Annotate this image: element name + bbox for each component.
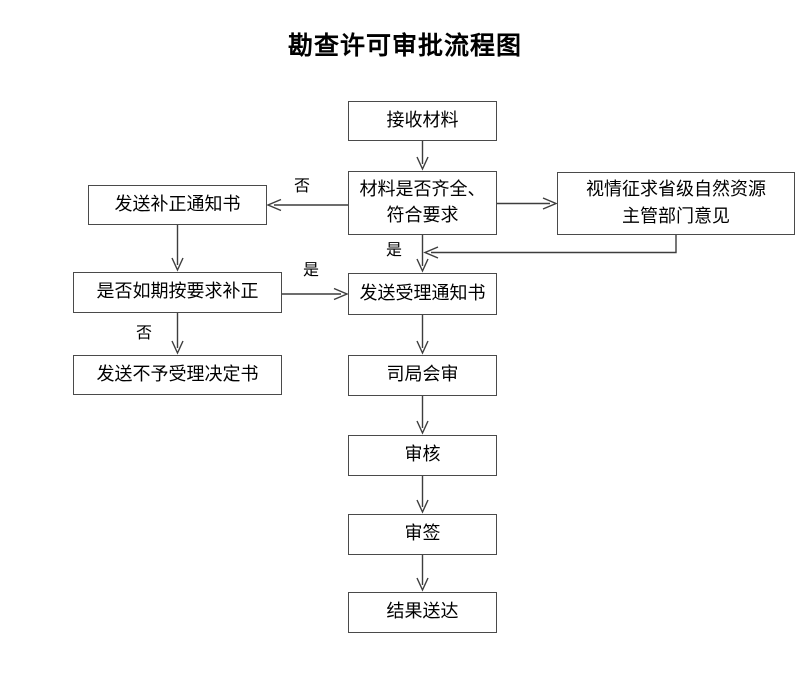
node-receive-materials[interactable]: 接收材料 — [348, 101, 497, 141]
edge-provincial-to-trunk — [431, 235, 677, 254]
node-send-correction-notice[interactable]: 发送补正通知书 — [88, 185, 267, 225]
arrowhead-signoff-to-deliver — [416, 577, 429, 592]
arrowhead-review-to-examine — [416, 420, 429, 435]
node-materials-check[interactable]: 材料是否齐全、 符合要求 — [348, 171, 497, 235]
arrowhead-provincial-to-trunk — [423, 246, 439, 259]
arrowhead-examine-to-signoff — [416, 499, 429, 514]
node-seek-provincial-opinion[interactable]: 视情征求省级自然资源 主管部门意见 — [557, 172, 795, 235]
edge-label-no-to-rejection: 否 — [136, 323, 153, 342]
node-send-acceptance-notice[interactable]: 发送受理通知书 — [348, 273, 497, 315]
arrowhead-correction-to-ontime — [171, 257, 184, 272]
arrowhead-check-to-provincial — [542, 197, 558, 210]
node-send-rejection-decision[interactable]: 发送不予受理决定书 — [73, 355, 282, 395]
arrowhead-receive-to-check — [416, 156, 429, 171]
edge-label-no-to-correction: 否 — [294, 176, 311, 195]
arrowhead-check-to-acceptance — [416, 258, 429, 273]
arrowhead-acceptance-to-review — [416, 340, 429, 355]
node-deliver-result[interactable]: 结果送达 — [348, 592, 497, 633]
node-bureau-joint-review[interactable]: 司局会审 — [348, 355, 497, 396]
edge-label-yes-to-acceptance: 是 — [386, 240, 403, 259]
edge-label-yes-from-corrected: 是 — [303, 260, 320, 279]
node-examine[interactable]: 审核 — [348, 435, 497, 476]
arrowhead-check-to-correction — [266, 198, 282, 212]
arrowhead-ontime-to-rejection — [171, 340, 184, 355]
page-title: 勘查许可审批流程图 — [287, 31, 522, 60]
node-corrected-on-time[interactable]: 是否如期按要求补正 — [73, 272, 282, 313]
node-sign-off[interactable]: 审签 — [348, 514, 497, 555]
arrowhead-ontime-to-acceptance — [333, 287, 349, 301]
